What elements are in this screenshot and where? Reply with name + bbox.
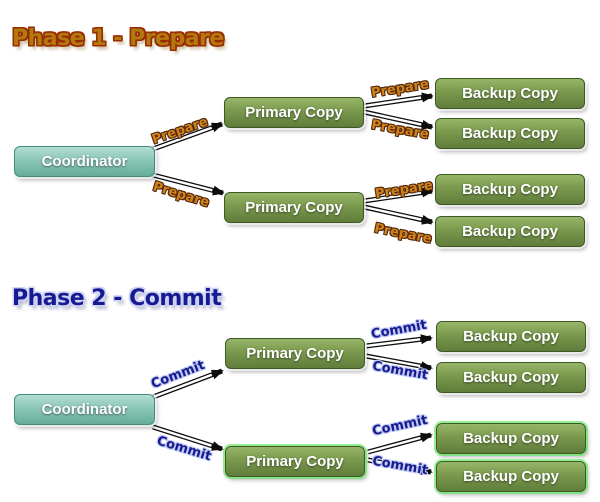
phase2-primary-label-1: Primary Copy <box>246 345 344 362</box>
phase1-arrow-label-primary1-backup1: Prepare <box>370 77 430 101</box>
phase2-title: Phase 2 - Commit <box>12 286 222 311</box>
phase2-coordinator-node: Coordinator <box>14 394 155 425</box>
phase1-arrow-label-coord-primary2: Prepare <box>151 179 211 211</box>
phase1-backup-label-2: Backup Copy <box>462 125 558 142</box>
phase2-backup-node-3: Backup Copy <box>436 423 586 454</box>
phase2-backup-label-4: Backup Copy <box>463 468 559 485</box>
phase1-primary-node-1: Primary Copy <box>224 97 364 128</box>
phase1-primary-label-2: Primary Copy <box>245 199 343 216</box>
phase2-backup-node-2: Backup Copy <box>436 362 586 393</box>
phase2-arrow-label-primary2-backup4: Commit <box>371 453 429 479</box>
phase2-arrow-label-primary1-backup2: Commit <box>371 358 429 384</box>
phase1-primary-node-2: Primary Copy <box>224 192 364 223</box>
phase1-backup-node-2: Backup Copy <box>435 118 585 149</box>
phase1-arrow-label-primary1-backup2: Prepare <box>370 117 430 143</box>
phase1-arrow-label-coord-primary1: Prepare <box>150 114 210 148</box>
phase1-backup-label-4: Backup Copy <box>462 223 558 240</box>
phase2-primary-node-2: Primary Copy <box>225 446 365 477</box>
phase2-arrow-label-coord-primary1: Commit <box>149 357 207 393</box>
phase2-coordinator-label: Coordinator <box>41 401 128 418</box>
phase2-backup-node-1: Backup Copy <box>436 321 586 352</box>
phase1-primary-label-1: Primary Copy <box>245 104 343 121</box>
phase1-backup-label-3: Backup Copy <box>462 181 558 198</box>
phase1-arrow-label-primary2-backup4: Prepare <box>373 221 433 247</box>
phase2-backup-node-4: Backup Copy <box>436 461 586 492</box>
phase1-backup-label-1: Backup Copy <box>462 85 558 102</box>
phase2-primary-label-2: Primary Copy <box>246 453 344 470</box>
phase2-arrow-label-primary2-backup3: Commit <box>370 412 430 440</box>
arrow-p1-primary2-to-backup4 <box>363 204 434 225</box>
phase1-coordinator-label: Coordinator <box>41 153 128 170</box>
phase2-backup-label-2: Backup Copy <box>463 369 559 386</box>
phase1-backup-node-4: Backup Copy <box>435 216 585 247</box>
phase2-arrow-label-coord-primary2: Commit <box>154 433 214 465</box>
phase1-coordinator-node: Coordinator <box>14 146 155 177</box>
phase1-backup-node-1: Backup Copy <box>435 78 585 109</box>
phase2-primary-node-1: Primary Copy <box>225 338 365 369</box>
phase1-backup-node-3: Backup Copy <box>435 174 585 205</box>
phase2-backup-label-1: Backup Copy <box>463 328 559 345</box>
phase1-arrow-label-primary2-backup3: Prepare <box>374 178 434 202</box>
phase1-title: Phase 1 - Prepare <box>12 26 224 51</box>
phase2-backup-label-3: Backup Copy <box>463 430 559 447</box>
phase2-arrow-label-primary1-backup1: Commit <box>370 317 428 343</box>
